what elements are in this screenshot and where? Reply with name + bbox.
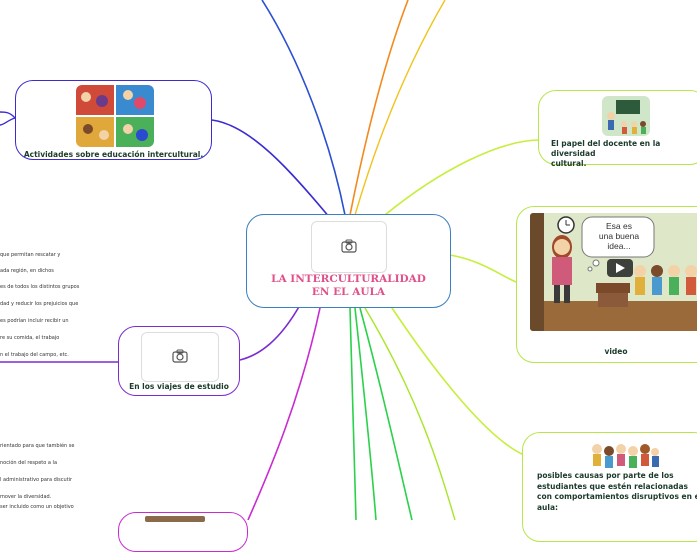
branch-trips (239, 304, 301, 361)
lower-note: rientado para que también se (0, 443, 75, 449)
teacher-role-label-line2: cultural. (551, 159, 587, 168)
activities-left-link (0, 117, 16, 126)
trip-note: que permitan rescatar y (0, 252, 61, 258)
image-placeholder[interactable] (141, 332, 219, 382)
speech-line2: una buena (598, 231, 640, 241)
camera-icon (341, 238, 357, 257)
branch-activities (211, 119, 331, 219)
camera-icon (172, 348, 188, 367)
speech-line1: Esa es (606, 221, 632, 231)
teacher-role-label-line1: El papel del docente en la diversidad (551, 139, 661, 158)
students-group-image (589, 439, 661, 475)
activities-collage (76, 85, 154, 147)
activities-node[interactable]: Actividades sobre educación intercultura… (15, 80, 212, 160)
central-title: LA INTERCULTURALIDAD EN EL AULA (247, 273, 450, 299)
branch-video (449, 254, 517, 283)
teacher-classroom-image (602, 96, 650, 136)
branch-causes (389, 304, 525, 456)
causes-label-line4: aula: (537, 502, 559, 512)
branch-teacher (384, 139, 541, 216)
trips-node[interactable]: En los viajes de estudio (118, 326, 240, 396)
causes-label-line3: con comportamientos disruptivos en el (537, 492, 697, 501)
branch-lower-green1 (349, 307, 357, 520)
speech-line3: idea... (607, 241, 631, 251)
mindmap-connections (0, 0, 697, 520)
lower-partial-image (145, 516, 205, 522)
branch-lower-green3 (359, 307, 413, 520)
trip-note: es de todos los distintos grupos (0, 284, 80, 290)
causes-label-line1: posibles causas por parte de los (537, 471, 674, 480)
branch-lower-green2 (354, 307, 377, 520)
activities-label: Actividades sobre educación intercultura… (23, 150, 204, 159)
trip-note: ada región, en dichos (0, 268, 54, 274)
branch-lower-magenta (247, 307, 321, 520)
branch-top-orange (349, 0, 409, 216)
trips-label: En los viajes de estudio (129, 382, 229, 391)
central-title-line2: EN EL AULA (311, 286, 386, 298)
branch-lower-lime (364, 307, 456, 520)
lower-note: noción del respeto a la (0, 460, 58, 466)
branch-top-blue (261, 0, 346, 216)
video-node[interactable]: Esa es una buena idea... video (516, 206, 697, 363)
central-title-line1: LA INTERCULTURALIDAD (271, 273, 426, 285)
trip-note: es podrían incluir recibir un (0, 318, 69, 324)
activities-left-link2 (0, 111, 16, 119)
trip-note: re su comida, el trabajo (0, 335, 60, 341)
branch-top-yellow (354, 0, 446, 216)
video-label: video (604, 347, 628, 356)
lower-note: l administrativo para discutir (0, 477, 73, 483)
teacher-role-label: El papel del docente en la diversidad cu… (551, 139, 697, 169)
causes-label-line2: estudiantes que estén relacionadas (537, 481, 689, 491)
video-thumbnail[interactable]: Esa es una buena idea... (530, 213, 697, 331)
central-node[interactable]: LA INTERCULTURALIDAD EN EL AULA (246, 214, 451, 308)
teacher-role-node[interactable]: El papel del docente en la diversidad cu… (538, 90, 697, 168)
image-placeholder[interactable] (311, 221, 387, 273)
speech-bubble: Esa es una buena idea... (588, 221, 650, 251)
lower-partial-node[interactable] (118, 512, 248, 552)
trip-note: dad y reducir los prejuicios que (0, 301, 79, 307)
causes-label: posibles causas por parte de los estudia… (537, 471, 697, 513)
trip-note: n el trabajo del campo, etc. (0, 352, 69, 358)
lower-note: mover la diversidad. (0, 494, 52, 500)
causes-node[interactable]: posibles causas por parte de los estudia… (522, 432, 697, 542)
lower-note: ser incluido como un objetivo (0, 504, 74, 510)
